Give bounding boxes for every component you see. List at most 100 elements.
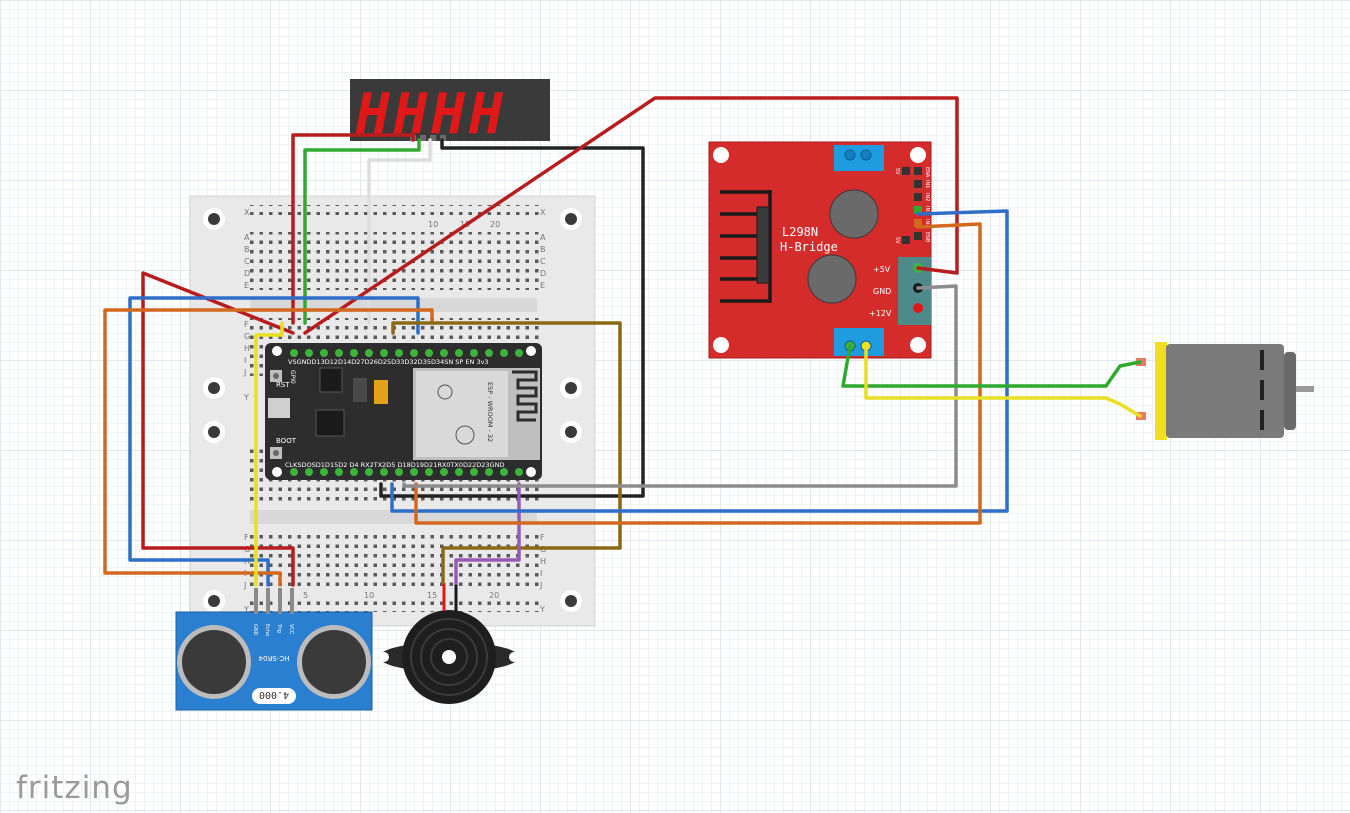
row-letter: B — [540, 245, 546, 254]
wire-grey-gnd[interactable] — [402, 284, 958, 488]
svg-text:IN3: IN3 — [924, 206, 930, 214]
hbridge-mount-hole — [713, 337, 729, 353]
mounting-holes — [203, 208, 582, 612]
row-letter: F — [540, 533, 545, 542]
seven-segment-display[interactable]: HHHH — [350, 79, 550, 147]
svg-text:GND: GND — [252, 624, 258, 636]
svg-text:Trig: Trig — [276, 623, 282, 633]
svg-text:Echo: Echo — [264, 624, 270, 636]
esp32-header-bottom — [290, 468, 523, 476]
sensor-crystal-label: 4.000 — [259, 689, 289, 700]
row-letter: A — [540, 233, 546, 242]
row-letter: J — [243, 581, 246, 590]
row-letter: H — [540, 557, 546, 566]
hbridge-mount-hole — [910, 147, 926, 163]
motor-b-terminal[interactable] — [834, 328, 884, 356]
wire-blue-in1[interactable] — [390, 209, 1009, 513]
col-number: 20 — [490, 220, 500, 229]
wire-orange-sensor[interactable] — [103, 308, 434, 587]
wire-brown-buzzer[interactable] — [391, 321, 622, 585]
sensor-pins — [254, 588, 294, 614]
row-letter: H — [244, 344, 250, 353]
wires — [103, 96, 1142, 587]
row-letter: E — [244, 281, 249, 290]
wire-yellow-gnd[interactable] — [254, 321, 284, 587]
row-letter: C — [540, 257, 546, 266]
wire-black-display[interactable] — [379, 138, 645, 498]
col-number: 10 — [364, 591, 374, 600]
row-letter: I — [244, 356, 246, 365]
motor-a-terminal[interactable] — [834, 145, 884, 171]
l298n-chip — [756, 206, 770, 284]
usb-chip — [315, 409, 345, 437]
svg-text:IN2: IN2 — [924, 193, 930, 201]
wire-red-5v[interactable] — [303, 96, 959, 335]
wire-yellow-motor[interactable] — [864, 344, 1142, 418]
motor-back — [1284, 352, 1296, 430]
col-number: 10 — [428, 220, 438, 229]
pin-5v-label: +5V — [873, 265, 891, 274]
row-letter: Y — [243, 393, 249, 402]
wire-blue-sensor[interactable] — [128, 296, 420, 587]
row-letter: I — [540, 569, 542, 578]
motor-endcap — [1155, 342, 1167, 440]
certification-logo-icon — [455, 425, 475, 445]
row-letter: G — [244, 332, 250, 341]
usb-port — [268, 398, 290, 418]
buzzer-hole — [442, 650, 456, 664]
esp32-mount-hole — [272, 467, 282, 477]
row-letter: Y — [243, 605, 249, 614]
row-letter: J — [243, 368, 246, 377]
center-channel-bottom — [250, 510, 537, 524]
hbridge-pcb — [708, 141, 932, 359]
piezo-buzzer[interactable] — [379, 583, 519, 704]
wroom-label: ESP - WROOM - 32 — [486, 382, 494, 442]
boot-button-cap — [273, 450, 279, 456]
row-letter: Y — [539, 605, 545, 614]
row-letter: A — [244, 233, 250, 242]
wire-green-motor[interactable] — [841, 344, 1142, 388]
pin-gnd-label: GND — [873, 287, 891, 296]
boot-label: BOOT — [276, 437, 297, 445]
row-letter: F — [244, 320, 249, 329]
l298n-hbridge[interactable]: L298N H-Bridge +5V GND +12V ENA IN1 IN2 — [708, 141, 932, 359]
esp32-top-pin-labels: VSGNDD13D12D14D27D26D25D33D32D35D34SN SP… — [288, 358, 489, 366]
esp32-bottom-pin-labels: CLKSDOSD1D15D2 D4 RX2TX2D5 D18D19D21RX0T… — [285, 461, 504, 469]
capacitor-large — [829, 189, 879, 239]
hbridge-title: L298N — [782, 225, 818, 239]
power-rail-top — [250, 205, 540, 215]
sensor-model-label: HC-SR04 — [258, 654, 289, 662]
col-number: 20 — [489, 591, 499, 600]
tantalum-capacitor — [374, 380, 388, 404]
wire-white-display[interactable] — [367, 138, 432, 325]
esp32-board[interactable]: VSGNDD13D12D14D27D26D25D33D32D35D34SN SP… — [265, 343, 542, 480]
svg-text:VCC: VCC — [288, 624, 294, 635]
fritzing-logo: fritzing — [16, 770, 133, 806]
row-letter: X — [244, 208, 250, 217]
svg-text:5V: 5V — [894, 168, 900, 175]
power-terminal-12v — [913, 303, 923, 313]
wire-orange-in2[interactable] — [414, 222, 982, 525]
capacitor — [353, 378, 367, 402]
wire-green-display[interactable] — [303, 138, 421, 325]
capacitor-large — [807, 254, 857, 304]
motor-shaft — [1296, 386, 1314, 392]
wire-red-display[interactable] — [291, 133, 415, 325]
motor-body — [1166, 344, 1284, 438]
hc-sr04-sensor[interactable]: 4.000 HC-SR04 GND Echo Trig VCC — [175, 588, 373, 711]
display-body — [350, 79, 550, 141]
svg-text:5V: 5V — [894, 237, 900, 244]
row-letter: D — [540, 269, 546, 278]
esp32-mount-hole — [526, 467, 536, 477]
esp32-mount-hole — [272, 346, 282, 356]
terminal-strip-top — [250, 232, 540, 290]
row-letter: J — [539, 581, 542, 590]
wire-red-sensor-vcc[interactable] — [141, 271, 295, 587]
row-letter: E — [540, 281, 545, 290]
power-rail-bottom — [250, 600, 540, 612]
svg-text:IN4: IN4 — [924, 219, 930, 227]
row-letter: B — [244, 245, 250, 254]
dc-motor[interactable] — [1136, 342, 1314, 440]
header-labels: ENA IN1 IN2 IN3 IN4 ENB 5V 5V — [894, 167, 930, 244]
